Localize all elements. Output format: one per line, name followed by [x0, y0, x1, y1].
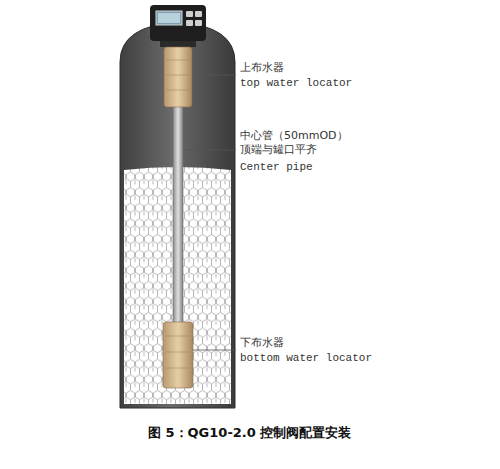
leader-line — [192, 75, 236, 76]
leader-line — [183, 150, 236, 151]
leader-line — [193, 350, 236, 351]
figure-caption: 图 5：QG10-2.0 控制阀配置安装 — [148, 424, 351, 442]
part-name: 中心管（50mmOD） 顶端与罐口平齐 — [240, 129, 348, 157]
part-name: Center pipe — [240, 160, 313, 174]
part-name: 下布水器 — [240, 336, 284, 350]
part-name: top water locator — [240, 76, 352, 90]
part-name: bottom water locator — [240, 351, 372, 365]
part-name: 上布水器 — [240, 61, 284, 75]
